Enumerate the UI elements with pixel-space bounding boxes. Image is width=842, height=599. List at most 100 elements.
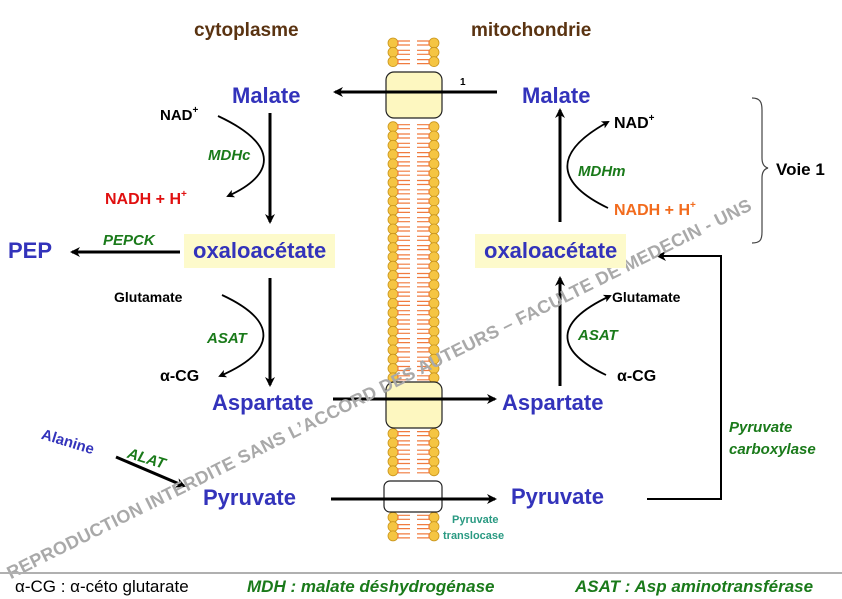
lipid-tail (417, 365, 430, 372)
lipid-tail (417, 40, 430, 46)
cyto-aspartate: Aspartate (212, 390, 314, 415)
cytoplasm-header: cytoplasme (194, 20, 299, 41)
lipid-tail (397, 254, 410, 260)
lipid-head (387, 214, 399, 226)
lipid-tail (417, 449, 430, 455)
lipid-tail (397, 161, 410, 167)
lipid-head (428, 149, 440, 161)
pyruvate-translocase (383, 480, 443, 513)
mito-malate: Malate (522, 83, 591, 108)
lipid-head (387, 270, 399, 281)
malate-transporter (385, 71, 443, 119)
lipid-head (387, 130, 399, 142)
lipid-head (428, 521, 440, 532)
lipid-head (387, 56, 399, 67)
lipid-head (387, 288, 399, 300)
cyto-nad: NAD+ (160, 106, 198, 124)
lipid-head (428, 288, 440, 300)
lipid-tail (397, 440, 410, 446)
lipid-tail (397, 40, 410, 46)
cyto-oxaloacetate: oxaloacétate (184, 234, 336, 268)
lipid-head (428, 167, 440, 179)
mito-oxaloacetate: oxaloacétate (475, 234, 627, 268)
cyto-nadh: NADH + H+ (105, 190, 187, 208)
lipid-head (387, 46, 399, 58)
lipid-tail (397, 124, 410, 130)
lipid-tail (417, 514, 430, 520)
lipid-tail (397, 514, 410, 520)
lipid-head (428, 214, 440, 226)
enzyme-mdhc: MDHc (208, 147, 251, 164)
lipid-head (387, 511, 399, 523)
lipid-head (387, 251, 399, 263)
lipid-head (387, 149, 399, 161)
legend-divider (0, 572, 842, 574)
lipid-tail (417, 375, 430, 381)
lipid-head (387, 316, 399, 328)
lipid-tail (417, 142, 430, 148)
lipid-tail (397, 263, 410, 269)
lipid-head (387, 335, 399, 347)
lipid-head (428, 270, 440, 281)
mito-pyruvate: Pyruvate (511, 484, 604, 509)
lipid-tail (397, 365, 410, 372)
lipid-head (387, 232, 399, 244)
lipid-tail (397, 272, 410, 279)
lipid-tail (397, 59, 410, 65)
lipid-head (428, 530, 440, 542)
lipid-head (428, 195, 440, 207)
lipid-tail (417, 338, 430, 344)
lipid-tail (397, 458, 410, 465)
lipid-head (428, 260, 440, 272)
lipid-head (387, 37, 399, 49)
enzyme-pyruvate-carboxylase-line1: Pyruvate (729, 419, 793, 436)
lipid-head (387, 344, 399, 356)
lipid-tail (417, 431, 430, 437)
lipid-head (387, 521, 399, 532)
lipid-tail (417, 254, 430, 260)
lipid-head (428, 177, 440, 188)
lipid-tail (397, 226, 410, 232)
lipid-tail (397, 300, 410, 306)
lipid-tail (397, 189, 410, 195)
lipid-head (428, 121, 440, 133)
lipid-tail (417, 282, 430, 288)
lipid-head (428, 335, 440, 347)
lipid-tail (397, 375, 410, 381)
lipid-head (428, 325, 440, 337)
lipid-head (387, 307, 399, 319)
cyto-nad-text: NAD (160, 107, 193, 124)
lipid-tail (397, 468, 410, 474)
lipid-tail (397, 533, 410, 539)
lipid-head (387, 121, 399, 133)
lipid-head (428, 232, 440, 244)
lipid-tail (417, 328, 430, 334)
lipid-tail (417, 226, 430, 232)
lipid-tail (417, 347, 430, 353)
lipid-head (387, 186, 399, 198)
enzyme-pyruvate-carboxylase-line2: carboxylase (729, 441, 816, 458)
lipid-head (387, 279, 399, 291)
lipid-tail (397, 524, 410, 530)
lipid-tail (417, 291, 430, 297)
mitochondria-header: mitochondrie (471, 20, 592, 41)
lipid-head (428, 465, 440, 477)
lipid-tail (417, 133, 430, 139)
lipid-tail (417, 59, 430, 65)
enzyme-pepck: PEPCK (103, 232, 155, 249)
lipid-head (428, 437, 440, 449)
lipid-tail (397, 449, 410, 455)
lipid-tail (397, 328, 410, 334)
lipid-tail (397, 356, 410, 362)
lipid-tail (417, 524, 430, 530)
lipid-head (387, 223, 399, 235)
lipid-head (428, 158, 440, 170)
lipid-head (428, 139, 440, 151)
lipid-head (428, 456, 440, 467)
lipid-tail (397, 142, 410, 148)
mito-nad-text: NAD (614, 115, 649, 132)
lipid-tail (417, 533, 430, 539)
lipid-tail (417, 300, 430, 306)
lipid-tail (417, 179, 430, 186)
lipid-tail (397, 319, 410, 325)
